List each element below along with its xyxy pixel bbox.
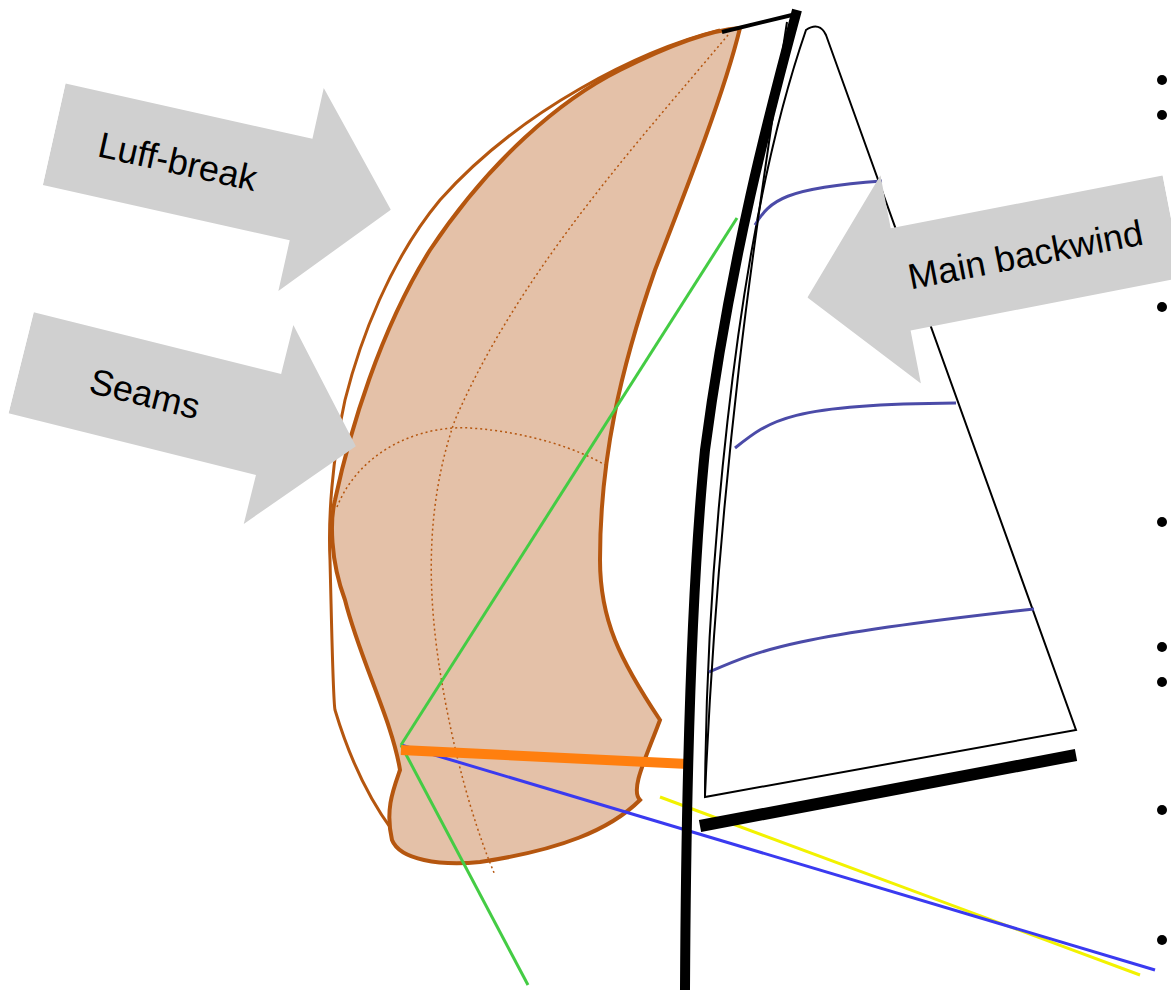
callout-arrow: Luff-break (31, 33, 413, 311)
draft-stripe (709, 609, 1034, 672)
text-holder: Main backwind (891, 175, 1171, 330)
text-holder: Luff-break (42, 84, 312, 241)
boom (700, 755, 1076, 826)
spinnaker-pole (401, 750, 688, 764)
angle-line (401, 745, 528, 985)
callout-text: Seams (85, 360, 203, 426)
mast (685, 10, 797, 990)
callout-text: Main backwind (905, 213, 1146, 297)
callout-arrow: Seams (0, 263, 380, 545)
text-holder: Seams (8, 312, 281, 475)
arrow-outline (31, 33, 413, 311)
callout-arrow: Main backwind (787, 122, 1171, 401)
draft-stripe (735, 403, 956, 448)
masthead-crane (722, 15, 792, 32)
arrow-outline (787, 122, 1171, 401)
seam-line (337, 428, 605, 507)
forestay (705, 22, 787, 795)
callout-text: Luff-break (94, 125, 260, 199)
arrow-outline (0, 263, 380, 545)
spinnaker-sail (332, 28, 740, 863)
